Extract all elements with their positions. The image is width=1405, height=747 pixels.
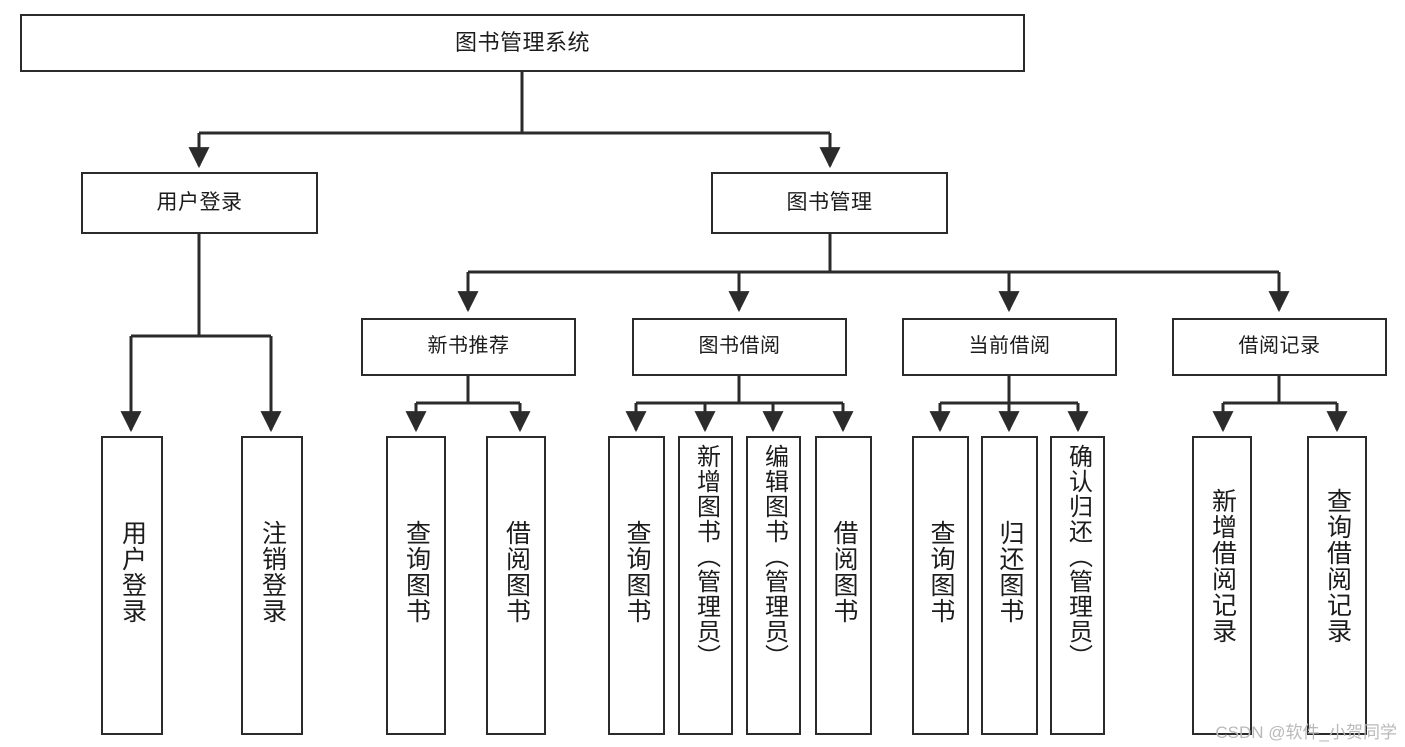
leaf-borrow-book-recommend[interactable]: 借阅图书 [486,436,546,735]
node-label: 注销登录 [258,520,287,624]
node-label: 查询借阅记录 [1323,488,1352,644]
node-label: 归还图书 [996,520,1024,624]
node-label: 查询图书 [402,520,431,624]
leaf-add-book-admin[interactable]: 新增图书（管理员） [678,436,733,735]
node-label: 借阅图书 [830,520,858,624]
leaf-confirm-return-admin[interactable]: 确认归还（管理员） [1050,436,1105,735]
node-label: 新书推荐 [427,335,510,358]
leaf-return-book[interactable]: 归还图书 [981,436,1038,735]
node-current-borrow[interactable]: 当前借阅 [902,318,1117,376]
node-label: 查询图书 [927,520,955,624]
node-label: 图书管理 [786,190,873,214]
leaf-add-borrow-record[interactable]: 新增借阅记录 [1192,436,1252,735]
node-root-system[interactable]: 图书管理系统 [20,14,1025,72]
node-label: 用户登录 [118,520,147,624]
node-user-login[interactable]: 用户登录 [81,172,318,234]
leaf-query-borrow-record[interactable]: 查询借阅记录 [1307,436,1367,735]
node-label: 借阅图书 [502,520,531,624]
node-label: 新增图书（管理员） [692,444,720,669]
leaf-query-book-borrow[interactable]: 查询图书 [608,436,665,735]
node-label: 图书管理系统 [454,30,590,56]
node-label: 图书借阅 [698,335,781,358]
node-label: 确认归还（管理员） [1064,444,1092,669]
leaf-logout[interactable]: 注销登录 [241,436,303,735]
leaf-query-book-recommend[interactable]: 查询图书 [386,436,446,735]
leaf-borrow-book[interactable]: 借阅图书 [815,436,872,735]
watermark-text: CSDN @软件_小贺同学 [1215,723,1397,742]
leaf-edit-book-admin[interactable]: 编辑图书（管理员） [746,436,801,735]
node-label: 借阅记录 [1238,335,1321,358]
leaf-user-login[interactable]: 用户登录 [101,436,163,735]
node-label: 新增借阅记录 [1208,488,1237,644]
node-book-management[interactable]: 图书管理 [711,172,948,234]
leaf-query-book-current[interactable]: 查询图书 [912,436,969,735]
node-label: 编辑图书（管理员） [760,444,788,669]
node-label: 查询图书 [623,520,651,624]
node-book-borrow[interactable]: 图书借阅 [632,318,847,376]
node-borrow-record[interactable]: 借阅记录 [1172,318,1387,376]
node-label: 用户登录 [156,190,243,214]
node-new-book-recommend[interactable]: 新书推荐 [361,318,576,376]
node-label: 当前借阅 [968,335,1051,358]
